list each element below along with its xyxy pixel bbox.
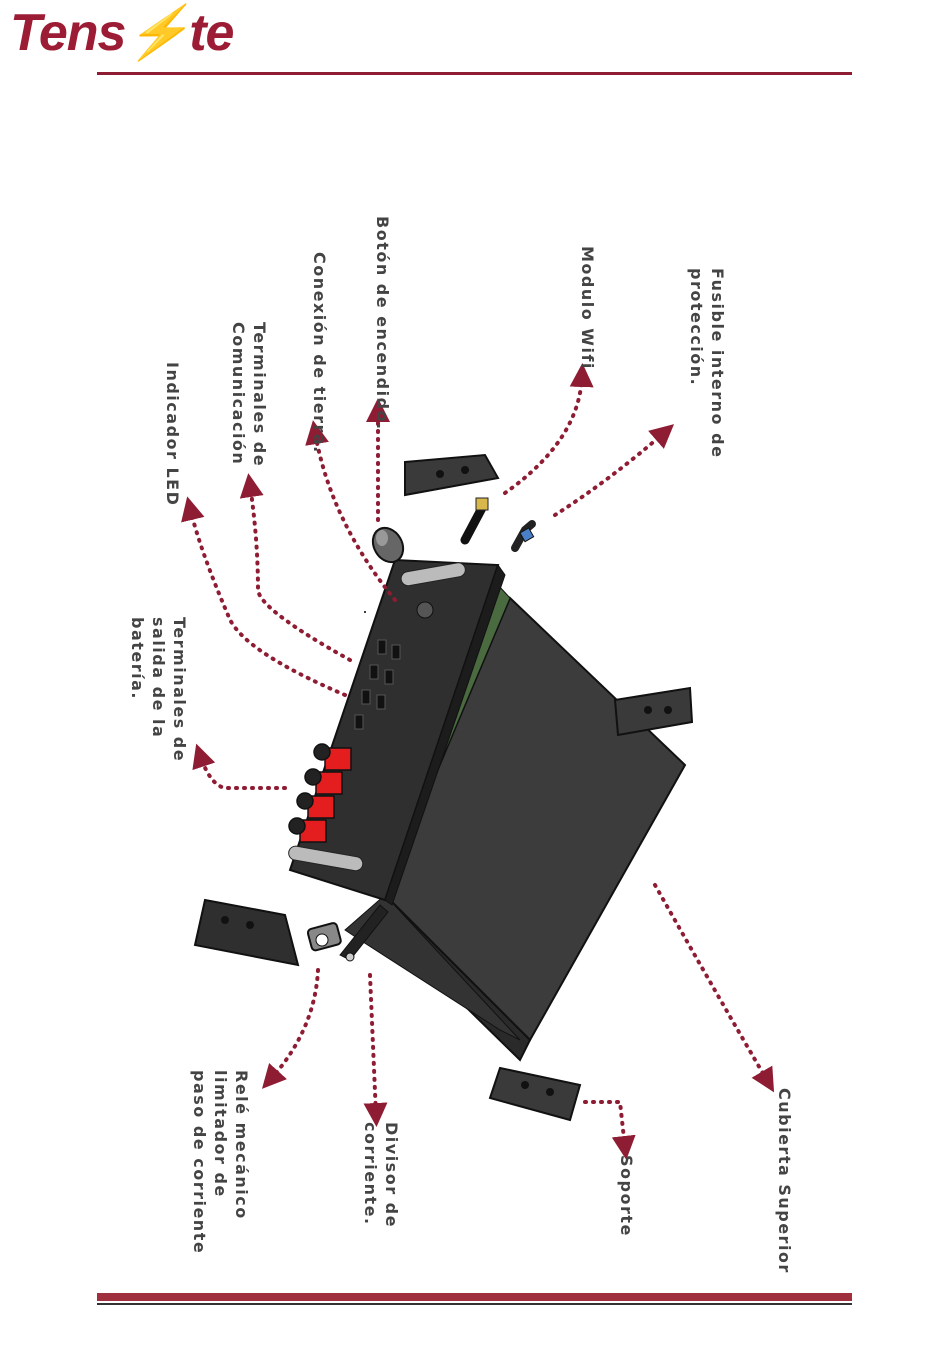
arrow-rele xyxy=(270,970,318,1080)
label-divisor: Divisor de corriente. xyxy=(360,1122,402,1228)
footer-line xyxy=(97,1303,852,1305)
wifi-antenna-part xyxy=(465,498,488,540)
label-boton: Botón de encendido. xyxy=(372,216,393,431)
label-led: Indicador LED xyxy=(162,362,183,506)
label-rele: Relé mecánico limitador de paso de corri… xyxy=(189,1070,252,1254)
arrow-led xyxy=(190,508,345,695)
label-bateria: Terminales de salida de la batería. xyxy=(127,617,190,762)
arrow-wifi xyxy=(505,375,582,493)
left-bracket xyxy=(195,900,298,965)
fuse-part xyxy=(515,524,534,548)
footer-band xyxy=(97,1293,852,1301)
arrow-divisor xyxy=(370,975,376,1115)
arrow-cubierta xyxy=(655,885,768,1082)
relay-part xyxy=(307,922,342,951)
side-bracket-right xyxy=(615,688,692,735)
label-comunicacion: Terminales de Comunicación xyxy=(228,322,270,467)
label-tierra: Conexión de tierra. xyxy=(309,252,330,454)
support-bracket xyxy=(490,1068,580,1120)
arrow-tierra xyxy=(315,432,395,600)
label-wifi: Modulo Wifi xyxy=(577,246,598,370)
arrow-bateria xyxy=(200,755,285,788)
arrow-fusible xyxy=(555,432,665,515)
label-fusible: Fusible interno de protección. xyxy=(686,268,728,458)
arrow-soporte xyxy=(585,1102,625,1148)
top-bracket xyxy=(405,455,498,495)
label-soporte: Soporte xyxy=(616,1155,637,1237)
arrow-comunicacion xyxy=(250,485,350,660)
label-cubierta: Cubierta Superior xyxy=(774,1088,795,1274)
